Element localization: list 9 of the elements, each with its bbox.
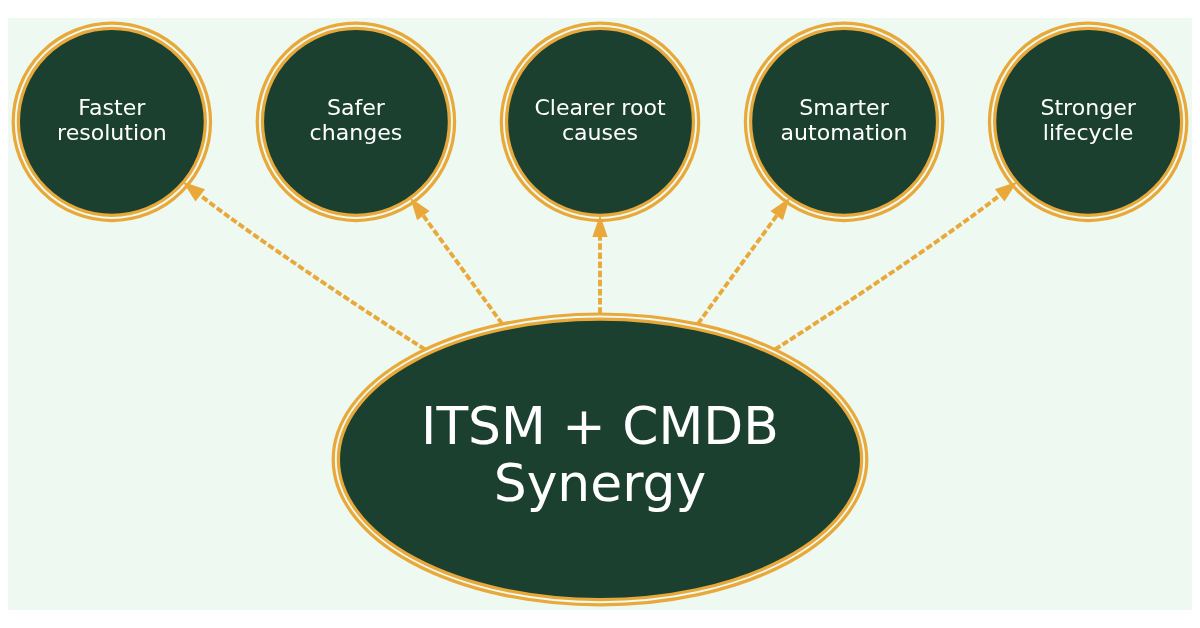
- arrow: [410, 197, 504, 325]
- node-circle: Faster resolution: [11, 21, 213, 223]
- arrow: [774, 181, 1018, 352]
- node-circle: Clearer root causes: [499, 21, 701, 223]
- arrow: [696, 197, 790, 325]
- arrow: [592, 214, 608, 314]
- arrow: [182, 181, 426, 352]
- node-circle: Stronger lifecycle: [987, 21, 1189, 223]
- node-ellipse: ITSM + CMDB Synergy: [331, 312, 869, 607]
